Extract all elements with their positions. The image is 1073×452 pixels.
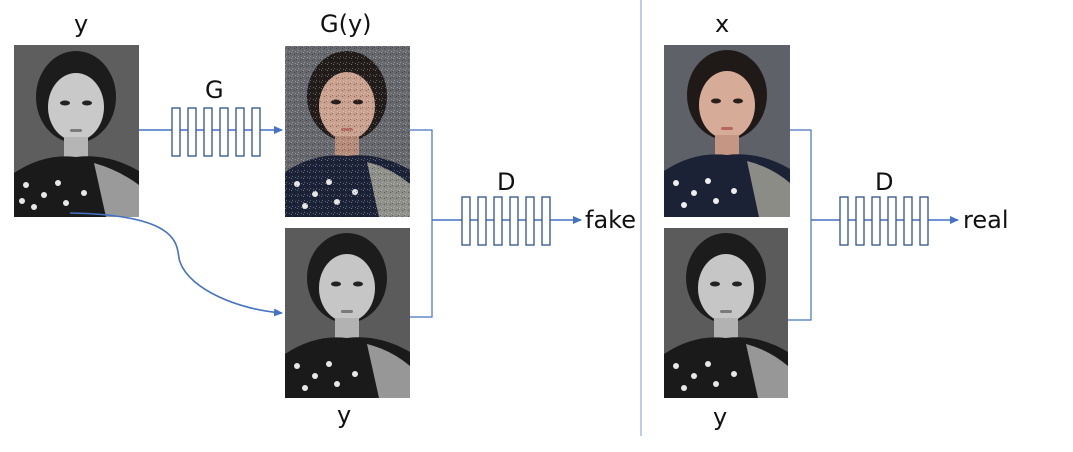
skip-connection-arrow <box>69 212 283 317</box>
generated-photo-gy <box>285 46 410 217</box>
right-bottom-label-y: y <box>713 403 728 431</box>
real-output-label: real <box>963 206 1009 234</box>
portrait-grayscale-image <box>14 45 139 217</box>
real-photo-x <box>664 45 790 217</box>
generated-label-gy: G(y) <box>320 10 372 38</box>
fake-output-label: fake <box>585 206 636 234</box>
portrait-noisy-color-image <box>285 46 410 217</box>
portrait-grayscale-image <box>664 228 788 398</box>
input-photo-y <box>14 45 139 217</box>
generator-network-icon <box>171 107 261 157</box>
left-discriminator-network-icon <box>461 196 551 246</box>
right-bracket <box>788 129 812 321</box>
left-bracket <box>410 129 433 318</box>
right-discriminator-network-icon <box>839 196 929 246</box>
input-label-y: y <box>74 10 89 38</box>
portrait-color-image <box>664 45 790 217</box>
left-discriminator-label: D <box>497 168 516 196</box>
right-top-label-x: x <box>715 10 730 38</box>
portrait-grayscale-image <box>285 228 410 398</box>
generator-label: G <box>205 76 224 104</box>
right-discriminator-label: D <box>875 168 894 196</box>
real-photo-y-right <box>664 228 788 398</box>
bottom-label-y: y <box>337 401 352 429</box>
real-photo-y-bottom <box>285 228 410 398</box>
